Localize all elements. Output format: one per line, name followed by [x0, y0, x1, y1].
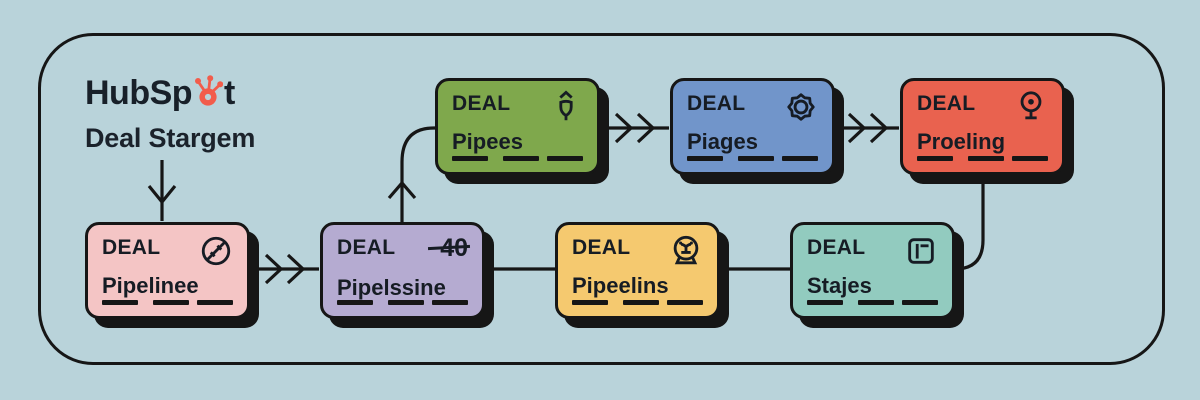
logo-text-suffix: t	[224, 73, 235, 112]
hubspot-sprocket-icon	[193, 74, 224, 116]
diagram-frame	[38, 33, 1165, 365]
node-deal-pipees: DEAL Pipees	[435, 78, 600, 175]
layout-panel-icon	[904, 234, 938, 268]
placeholder-dashes	[452, 156, 583, 161]
hubspot-logo: HubSp t	[85, 72, 255, 114]
node-label: DEAL	[337, 236, 396, 259]
node-title: Pipeelins	[572, 273, 669, 298]
node-label: DEAL	[807, 236, 866, 259]
brand-block: HubSp t Deal Stargem	[85, 72, 255, 154]
node-label: DEAL	[452, 92, 511, 115]
node-title: Pipelssine	[337, 275, 446, 300]
node-deal-proeling: DEAL Proeling	[900, 78, 1065, 175]
node-deal-pipeelins: DEAL Pipeelins	[555, 222, 720, 319]
node-label: DEAL	[102, 236, 161, 259]
acorn-icon	[549, 90, 583, 124]
gauge-slash-icon	[199, 234, 233, 268]
placeholder-dashes	[572, 300, 703, 305]
placeholder-dashes	[807, 300, 938, 305]
node-deal-pipelinee: DEAL Pipelinee	[85, 222, 250, 319]
placeholder-dashes	[337, 300, 468, 305]
logo-text-prefix: HubSp	[85, 73, 193, 112]
node-title: Pipees	[452, 129, 523, 154]
node-title: Piages	[687, 129, 758, 154]
badge-seal-icon	[784, 90, 818, 124]
crystal-ball-icon	[669, 234, 703, 268]
number-40-strike-icon: 40	[440, 234, 468, 270]
node-deal-stajes: DEAL Stajes	[790, 222, 955, 319]
placeholder-dashes	[102, 300, 233, 305]
node-title: Pipelinee	[102, 273, 199, 298]
node-label: DEAL	[687, 92, 746, 115]
node-title: Proeling	[917, 129, 1006, 154]
node-deal-piages: DEAL Piages	[670, 78, 835, 175]
globe-stand-icon	[1014, 90, 1048, 124]
node-label: DEAL	[572, 236, 631, 259]
diagram-title: Deal Stargem	[85, 123, 256, 154]
node-label: DEAL	[917, 92, 976, 115]
node-deal-pipelssine: DEAL 40 Pipelssine	[320, 222, 485, 319]
placeholder-dashes	[687, 156, 818, 161]
node-title: Stajes	[807, 273, 872, 298]
placeholder-dashes	[917, 156, 1048, 161]
